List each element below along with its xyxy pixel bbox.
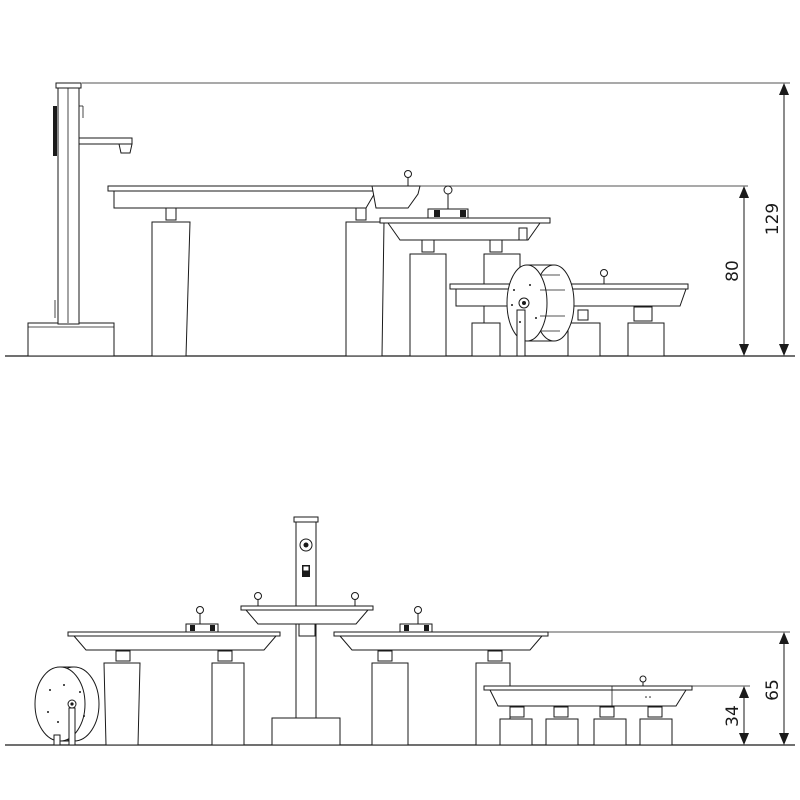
dimension-total-height-front: 65 [548, 631, 790, 745]
side-elevation: 129 80 [5, 82, 795, 357]
dimension-label-80: 80 [723, 260, 743, 282]
table-center-upper [240, 592, 374, 637]
dimension-label-34: 34 [723, 705, 743, 727]
water-wheel-front [34, 666, 100, 746]
table-large [107, 170, 421, 357]
table-right [333, 606, 549, 746]
table-low [483, 675, 693, 746]
table-left [67, 606, 281, 746]
dimension-table-height-side: 80 [420, 185, 749, 356]
water-post [27, 82, 133, 357]
dimension-total-height-side: 129 [82, 82, 790, 356]
dimension-table-height-front: 34 [692, 685, 750, 745]
dimension-label-65: 65 [763, 679, 783, 701]
dimension-label-129: 129 [763, 203, 783, 235]
water-wheel [506, 264, 575, 357]
front-elevation: 65 34 [5, 516, 795, 746]
